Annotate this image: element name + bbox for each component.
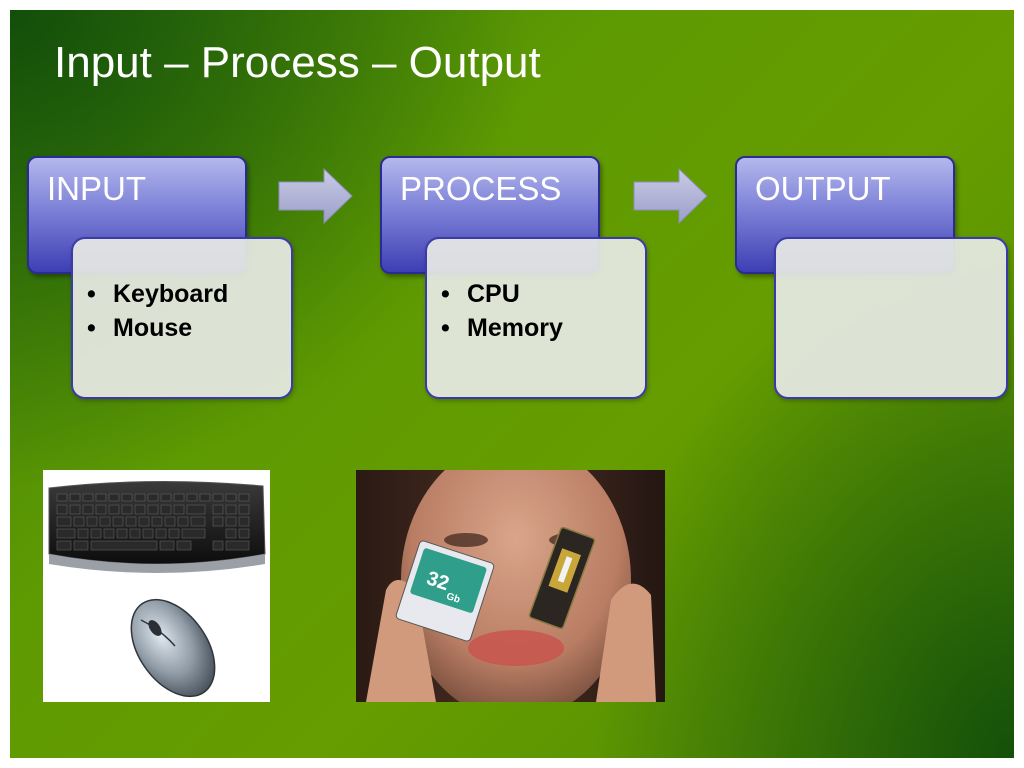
slide-title: Input – Process – Output <box>54 38 541 87</box>
process-stage-details: •CPU •Memory <box>425 237 647 399</box>
output-stage-label: OUTPUT <box>755 170 891 207</box>
mouse-icon <box>130 598 216 698</box>
process-items-list: •CPU •Memory <box>441 277 563 345</box>
output-stage-details <box>774 237 1008 399</box>
slide: Input – Process – Output INPUT •Keyboard… <box>10 10 1014 758</box>
input-items-list: •Keyboard •Mouse <box>87 277 228 345</box>
cpu-memory-photo: 32 Gb <box>356 470 665 702</box>
list-item: •Memory <box>441 314 563 342</box>
list-item: •Mouse <box>87 314 193 342</box>
list-item: •CPU <box>441 280 520 308</box>
input-stage-details: •Keyboard •Mouse <box>71 237 293 399</box>
list-item: •Keyboard <box>87 280 229 308</box>
hands-holding-chips-image: 32 Gb <box>356 470 665 702</box>
memory-chip-icon <box>528 526 596 630</box>
svg-text:Gb: Gb <box>445 591 462 606</box>
keyboard-icon <box>48 480 266 698</box>
arrow-right-icon <box>633 168 708 224</box>
flash-card-icon: 32 Gb <box>395 540 495 642</box>
arrow-right-icon <box>278 168 353 224</box>
keyboard-mouse-photo <box>43 470 270 702</box>
process-stage-label: PROCESS <box>400 170 562 207</box>
input-stage-label: INPUT <box>47 170 146 207</box>
